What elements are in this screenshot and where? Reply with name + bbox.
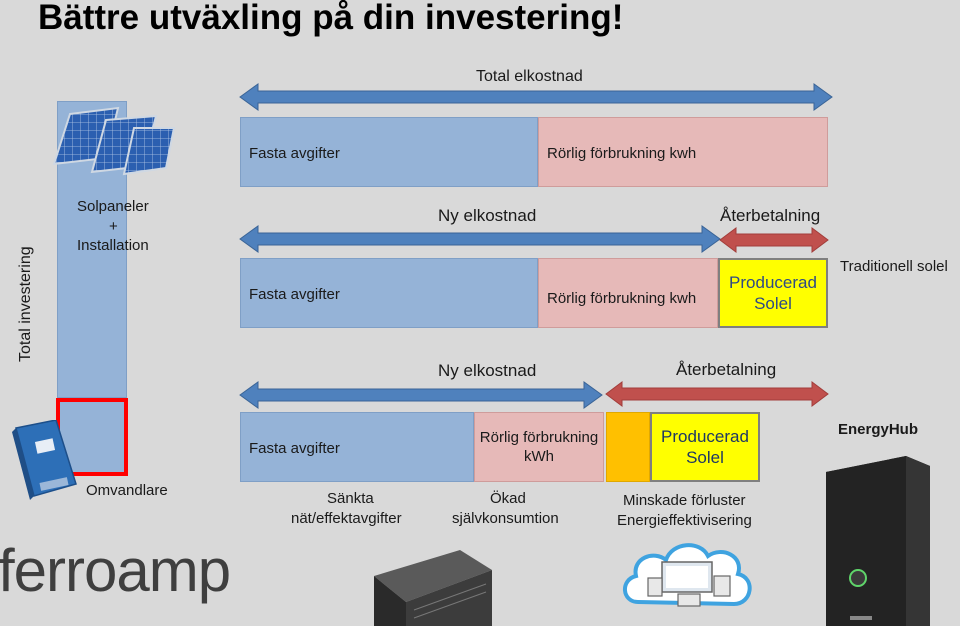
row3-fasta-label: Fasta avgifter: [249, 440, 340, 457]
row3-rorlig-line1: Rörlig förbrukning: [479, 428, 599, 446]
total-investering-label: Total investering: [17, 246, 34, 362]
row3-producerad-line1: Producerad: [661, 426, 749, 446]
aterbetalning-label-2: Återbetalning: [676, 360, 777, 379]
row3-rorlig-line2: kWh: [524, 448, 554, 465]
row3-fasta-box: Fasta avgifter: [240, 412, 474, 482]
minskade-line2: Energieffektivisering: [617, 512, 752, 529]
row3-rorlig-box: Rörlig förbrukning kWh: [474, 412, 604, 482]
aterbetalning-label-1: Återbetalning: [720, 206, 821, 225]
solar-panel-icon: [52, 106, 176, 176]
okad-line2: självkonsumtion: [452, 510, 559, 527]
row2-producerad-line1: Producerad: [729, 272, 817, 292]
row2-producerad-box: Producerad Solel: [718, 258, 828, 328]
plus-label: +: [109, 218, 118, 235]
row2-fasta-label: Fasta avgifter: [249, 286, 340, 303]
traditionell-solel-label: Traditionell solel: [840, 258, 948, 275]
row2-rorlig-box: Rörlig förbrukning kwh: [538, 258, 718, 328]
ny-elkostnad-arrow-2: [239, 381, 603, 409]
row3-producerad-line2: Solel: [686, 448, 724, 467]
inverter-icon: [12, 420, 77, 500]
row1-rorlig-box: Rörlig förbrukning kwh: [538, 117, 828, 187]
row2-rorlig-label: Rörlig förbrukning kwh: [547, 290, 697, 307]
row2-fasta-box: Fasta avgifter: [240, 258, 538, 328]
row2-producerad-line2: Solel: [754, 294, 792, 313]
sankta-line2: nät/effektavgifter: [291, 510, 402, 527]
minskade-line1: Minskade förluster: [623, 492, 746, 509]
ferroamp-logo: ferroamp: [0, 537, 231, 604]
ny-elkostnad-label-2: Ny elkostnad: [438, 361, 537, 380]
row3-producerad-box: Producerad Solel: [650, 412, 760, 482]
aterbetalning-arrow-1: [719, 227, 829, 253]
installation-label: Installation: [77, 237, 149, 254]
total-elkostnad-arrow: [239, 83, 833, 111]
okad-line1: Ökad: [490, 490, 526, 507]
ny-elkostnad-arrow-1: [239, 225, 721, 253]
energyhub-device-icon: [826, 456, 930, 626]
row1-fasta-box: Fasta avgifter: [240, 117, 538, 187]
total-elkostnad-label: Total elkostnad: [476, 68, 583, 85]
aterbetalning-arrow-2: [605, 381, 829, 407]
sankta-line1: Sänkta: [327, 490, 374, 507]
row3-orange-box: [606, 412, 650, 482]
battery-unit-icon: [374, 550, 492, 626]
solpaneler-label: Solpaneler: [77, 198, 149, 215]
row1-rorlig-label: Rörlig förbrukning kwh: [547, 145, 697, 162]
row1-fasta-label: Fasta avgifter: [249, 145, 340, 162]
energyhub-label: EnergyHub: [838, 421, 919, 438]
ny-elkostnad-label-1: Ny elkostnad: [438, 206, 537, 225]
cloud-devices-icon: [623, 543, 752, 607]
omvandlare-label: Omvandlare: [86, 482, 168, 499]
page-title: Bättre utväxling på din investering!: [38, 0, 624, 37]
